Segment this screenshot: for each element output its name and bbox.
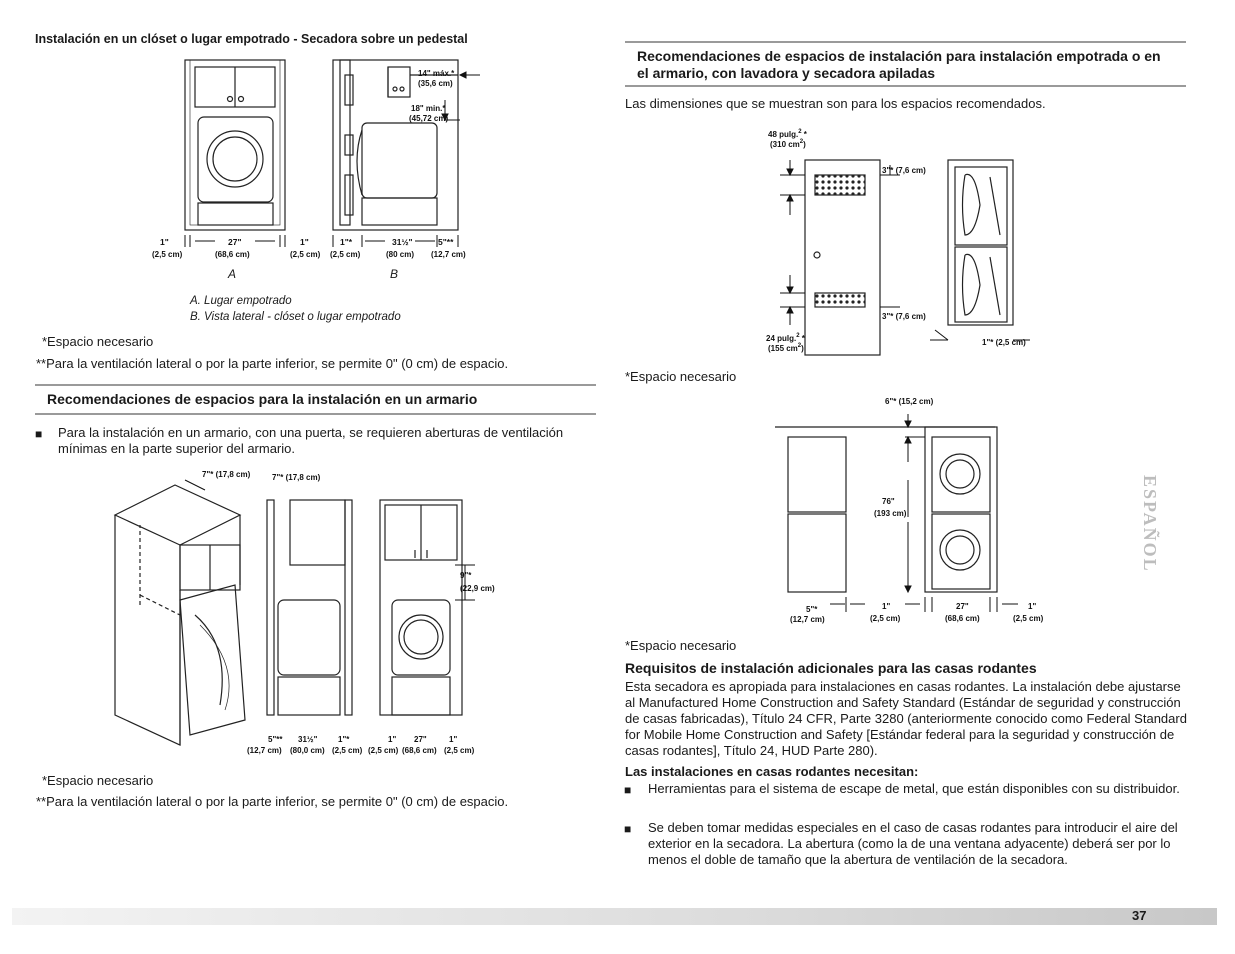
front-view-a	[184, 59, 286, 231]
svg-text:(2,5 cm): (2,5 cm)	[290, 250, 321, 259]
gap-top: 3"* (7,6 cm)	[882, 166, 926, 175]
svg-text:18" min.*: 18" min.*	[411, 104, 446, 113]
page-number: 37	[1132, 908, 1147, 923]
svg-text:(2,5 cm): (2,5 cm)	[1013, 614, 1044, 623]
intro-text: Las dimensiones que se muestran son para…	[625, 96, 1046, 111]
svg-text:(45,72 cm): (45,72 cm)	[409, 114, 448, 123]
side-gap: 1"* (2,5 cm)	[982, 338, 1026, 347]
label-a-text: A	[228, 267, 237, 281]
note-vent-2: **Para la ventilación lateral o por la p…	[36, 794, 509, 809]
figure-cabinet: 7"* (17,8 cm) 7"* (17,8 cm) 9"* (22,9 cm…	[113, 470, 495, 755]
svg-text:(155 cm2): (155 cm2)	[768, 343, 804, 353]
caption-a: A. Lugar empotrado	[190, 295, 292, 307]
svg-text:(2,5 cm): (2,5 cm)	[368, 746, 399, 755]
area-bottom: 24 pulg.2 *	[766, 333, 806, 343]
dim-top-2: 7"* (17,8 cm)	[272, 473, 321, 482]
note-vent-1: **Para la ventilación lateral o por la p…	[36, 356, 509, 371]
svg-text:(193 cm): (193 cm)	[874, 509, 907, 518]
svg-text:27": 27"	[228, 237, 242, 247]
svg-text:(80 cm): (80 cm)	[386, 250, 414, 259]
svg-text:1": 1"	[882, 602, 890, 611]
svg-text:(22,9 cm): (22,9 cm)	[460, 584, 495, 593]
svg-text:(80,0 cm): (80,0 cm)	[290, 746, 325, 755]
svg-text:(2,5 cm): (2,5 cm)	[152, 250, 183, 259]
caption-b: B. Vista lateral - clóset o lugar empotr…	[190, 311, 401, 323]
bullet-cabinet-text: Para la instalación en un armario, con u…	[58, 425, 564, 456]
figure-closet-pedestal: 1" (2,5 cm) 27" (68,6 cm) 1" (2,5 cm) 1"…	[152, 59, 480, 270]
svg-text:5"**: 5"**	[268, 735, 283, 744]
svg-text:(12,7 cm): (12,7 cm)	[247, 746, 282, 755]
area-top: 48 pulg.2 *	[768, 129, 808, 139]
need-item-2: Se deben tomar medidas especiales en el …	[648, 820, 1178, 867]
label-a: A	[227, 267, 236, 270]
svg-text:1": 1"	[388, 735, 396, 744]
svg-text:(12,7 cm): (12,7 cm)	[790, 615, 825, 624]
bullet-icon: ■	[624, 783, 632, 797]
language-tab: ESPAÑOL	[1140, 475, 1160, 573]
svg-text:(2,5 cm): (2,5 cm)	[444, 746, 475, 755]
svg-text:(68,6 cm): (68,6 cm)	[402, 746, 437, 755]
section-header-stacked: Recomendaciones de espacios de instalaci…	[625, 41, 1186, 87]
svg-text:1": 1"	[1028, 602, 1036, 611]
svg-text:(310 cm2): (310 cm2)	[770, 139, 806, 149]
bullet-icon: ■	[35, 427, 43, 441]
svg-text:1"*: 1"*	[338, 735, 350, 744]
svg-text:(2,5 cm): (2,5 cm)	[330, 250, 361, 259]
mobile-home-title: Requisitos de instalación adicionales pa…	[625, 660, 1037, 676]
note-required-3: *Espacio necesario	[625, 369, 737, 384]
mobile-home-text: Esta secadora es apropiada para instalac…	[625, 679, 1187, 758]
svg-text:76": 76"	[882, 497, 895, 506]
svg-text:1": 1"	[449, 735, 457, 744]
figure-vent-openings: 48 pulg.2 * (310 cm2) 24 pulg.2 * (155 c…	[766, 129, 1030, 356]
need-item-1: Herramientas para el sistema de escape d…	[648, 781, 1180, 796]
svg-text:27": 27"	[956, 602, 969, 611]
section-header-cabinet-text: Recomendaciones de espacios para la inst…	[47, 391, 478, 407]
bullet-icon: ■	[624, 822, 632, 836]
svg-text:27": 27"	[414, 735, 427, 744]
dim-top-1: 7"* (17,8 cm)	[202, 470, 251, 479]
mobile-needs-title: Las instalaciones en casas rodantes nece…	[625, 764, 919, 779]
svg-text:(68,6 cm): (68,6 cm)	[215, 250, 250, 259]
label-b: B	[390, 267, 399, 281]
note-required-2: *Espacio necesario	[42, 773, 154, 788]
side-view-b	[332, 59, 459, 231]
figure-stacked-closet: 6"* (15,2 cm) 76" (193 cm) 5"* (12,7 cm)…	[775, 397, 1044, 624]
svg-text:(68,6 cm): (68,6 cm)	[945, 614, 980, 623]
svg-text:5"*: 5"*	[806, 605, 818, 614]
svg-text:1": 1"	[300, 237, 309, 247]
svg-text:(35,6 cm): (35,6 cm)	[418, 79, 453, 88]
section-header-stacked-text: Recomendaciones de espacios de instalaci…	[637, 48, 1161, 81]
svg-text:(2,5 cm): (2,5 cm)	[870, 614, 901, 623]
svg-text:9"*: 9"*	[460, 571, 472, 580]
section-header-cabinet: Recomendaciones de espacios para la inst…	[35, 384, 596, 415]
dim-a-left: 1"	[160, 237, 169, 247]
note-required-4: *Espacio necesario	[625, 638, 737, 653]
svg-text:(2,5 cm): (2,5 cm)	[332, 746, 363, 755]
svg-text:1"*: 1"*	[340, 237, 353, 247]
footer-bar	[12, 908, 1217, 925]
svg-text:5"**: 5"**	[438, 237, 454, 247]
svg-text:14" máx.*: 14" máx.*	[418, 69, 455, 78]
dim-top-6: 6"* (15,2 cm)	[885, 397, 934, 406]
svg-text:(12,7 cm): (12,7 cm)	[431, 250, 466, 259]
svg-text:31½": 31½"	[298, 735, 318, 744]
svg-text:31½": 31½"	[392, 237, 413, 247]
note-required-1: *Espacio necesario	[42, 334, 154, 349]
gap-bottom: 3"* (7,6 cm)	[882, 312, 926, 321]
section-title-closet: Instalación en un clóset o lugar empotra…	[35, 32, 468, 46]
